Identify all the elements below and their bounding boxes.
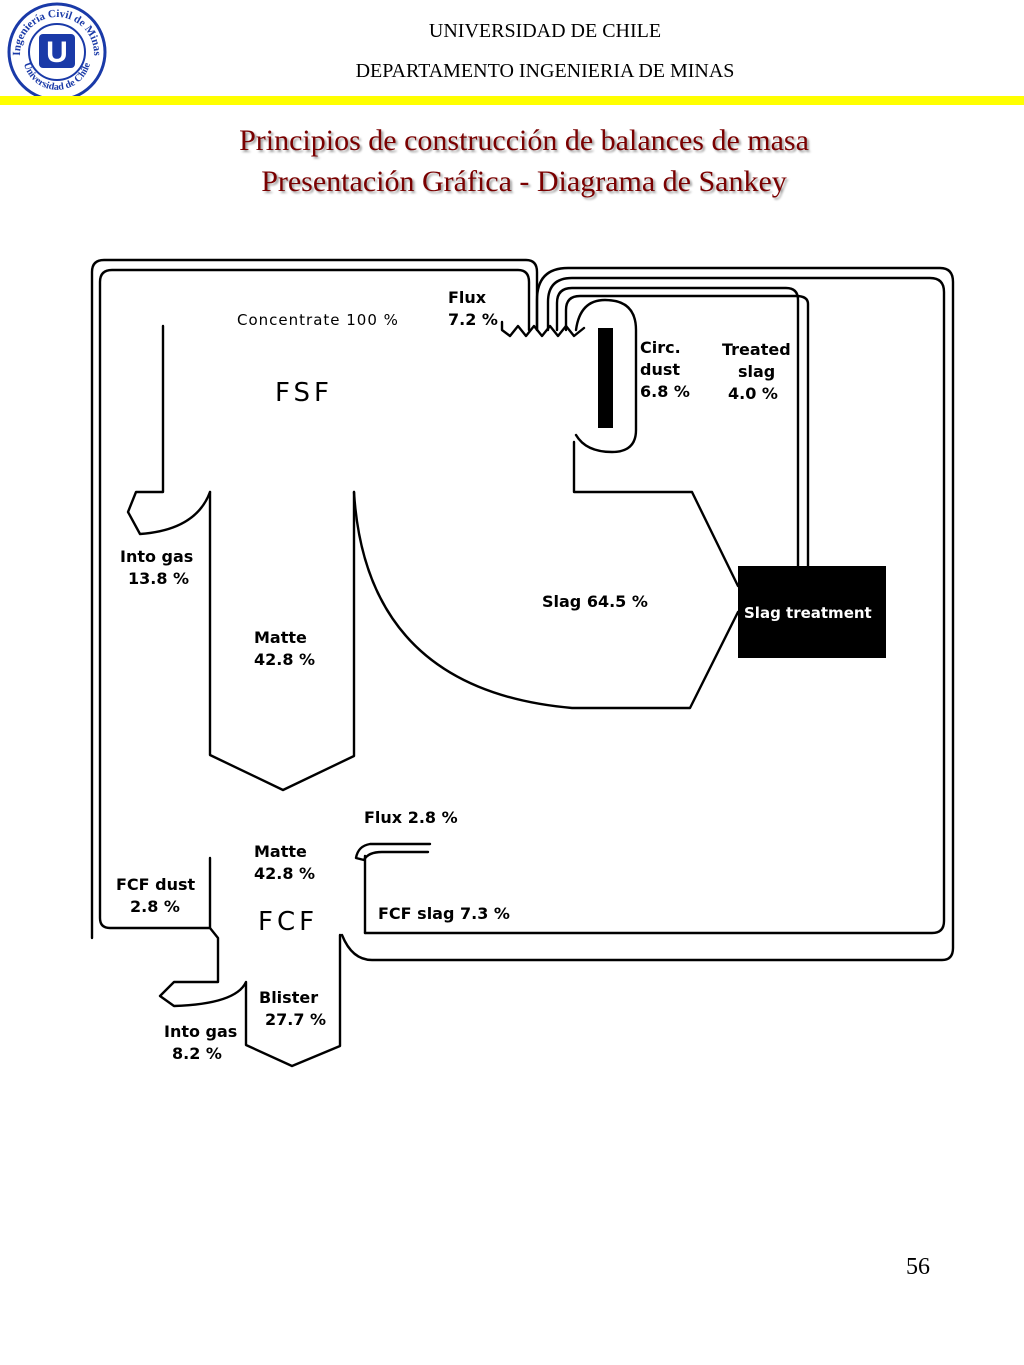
slag-label: Slag 64.5 % <box>542 592 648 611</box>
matte2-name: Matte <box>254 842 307 861</box>
blister-value: 27.7 % <box>265 1010 326 1029</box>
slag-flow-top <box>572 440 740 588</box>
matte2-value: 42.8 % <box>254 864 315 883</box>
fcf-left-edge <box>158 856 342 1068</box>
circ-dust-loop <box>574 298 638 454</box>
treated-slag-name2: slag <box>738 362 775 381</box>
fcf-label: FCF <box>258 907 318 937</box>
into-gas1-value: 13.8 % <box>128 569 189 588</box>
matte1-value: 42.8 % <box>254 650 315 669</box>
into-gas1-name: Into gas <box>120 547 193 566</box>
concentrate-left-edge <box>126 324 212 536</box>
circ-dust-value: 6.8 % <box>640 382 690 401</box>
flux2-label: Flux 2.8 % <box>364 808 458 827</box>
circ-dust-name2: dust <box>640 360 680 379</box>
slag-treatment-label: Slag treatment <box>744 604 872 622</box>
matte-flow <box>208 490 356 792</box>
treated-slag-flow-inner <box>564 294 810 568</box>
slide-subtitle: Presentación Gráfica - Diagrama de Sanke… <box>261 165 787 198</box>
slag-flow <box>352 490 740 710</box>
treated-slag-name1: Treated <box>722 340 791 359</box>
university-logo: Ingeniería Civil de Minas Universidad de… <box>7 2 107 102</box>
slide-title: Principios de construcción de balances d… <box>239 124 809 157</box>
fcf-slag-label: FCF slag 7.3 % <box>378 904 510 923</box>
header-rule <box>0 96 1024 105</box>
treated-slag-value: 4.0 % <box>728 384 778 403</box>
department-name: DEPARTAMENTO INGENIERIA DE MINAS <box>355 60 735 82</box>
slag-treatment-box <box>738 566 886 658</box>
recycle-loop-right <box>340 266 955 962</box>
circ-dust-name1: Circ. <box>640 338 681 357</box>
logo-letter: U <box>46 36 68 69</box>
concentrate-label: Concentrate 100 % <box>237 311 399 329</box>
flux1-name: Flux <box>448 288 487 307</box>
fcf-dust-name: FCF dust <box>116 875 196 894</box>
into-gas2-name: Into gas <box>164 1022 237 1041</box>
flux2-flow <box>354 842 432 862</box>
recycle-loop-inner <box>98 268 531 930</box>
matte1-name: Matte <box>254 628 307 647</box>
page-number: 56 <box>906 1254 930 1280</box>
university-name: UNIVERSIDAD DE CHILE <box>428 20 662 42</box>
into-gas2-value: 8.2 % <box>172 1044 222 1063</box>
blister-name: Blister <box>259 988 318 1007</box>
flux1-value: 7.2 % <box>448 310 498 329</box>
fsf-label: FSF <box>275 378 333 408</box>
circ-dust-bar <box>598 328 613 428</box>
recycle-loop-outer <box>90 258 539 940</box>
recycle-loop-right-inner <box>363 276 946 935</box>
fcf-dust-value: 2.8 % <box>130 897 180 916</box>
treated-slag-flow <box>555 286 800 568</box>
flux-zigzag <box>500 320 586 338</box>
